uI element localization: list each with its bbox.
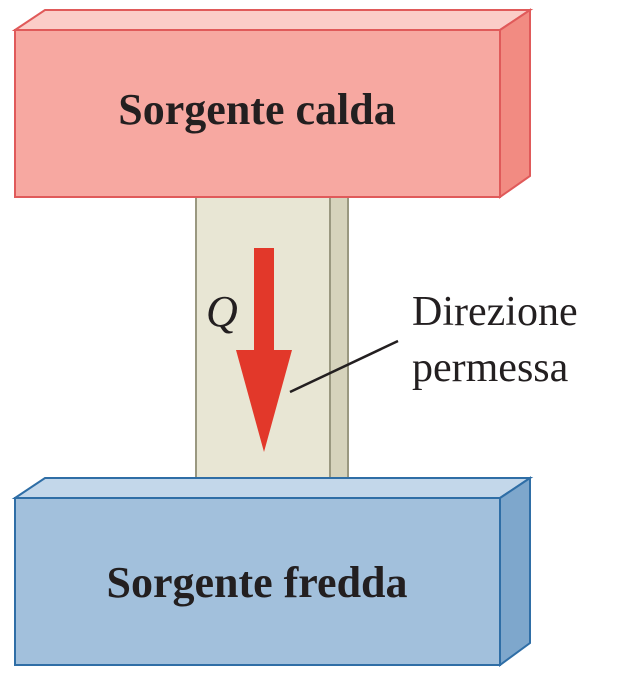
conductor-bar-side bbox=[329, 167, 349, 497]
heat-flow-arrow-shaft bbox=[254, 248, 274, 354]
hot-reservoir-top bbox=[11, 9, 534, 31]
cold-reservoir-top bbox=[11, 477, 534, 499]
annotation-line-2: permessa bbox=[412, 345, 569, 391]
heat-flow-arrow bbox=[236, 248, 292, 452]
heat-flow-arrow-head bbox=[236, 350, 292, 452]
hot-reservoir: Sorgente calda bbox=[11, 8, 534, 199]
cold-reservoir-front bbox=[14, 497, 501, 666]
hot-reservoir-label: Sorgente calda bbox=[118, 85, 395, 134]
heat-symbol-q: Q bbox=[206, 287, 238, 336]
annotation-line-1: Direzione bbox=[412, 289, 578, 335]
hot-reservoir-front bbox=[14, 29, 501, 198]
cold-reservoir-label: Sorgente fredda bbox=[106, 558, 407, 607]
cold-reservoir: Sorgente fredda bbox=[11, 476, 534, 667]
hot-reservoir-side bbox=[499, 8, 531, 199]
annotation-leader-line bbox=[289, 339, 399, 394]
cold-reservoir-side bbox=[499, 476, 531, 667]
